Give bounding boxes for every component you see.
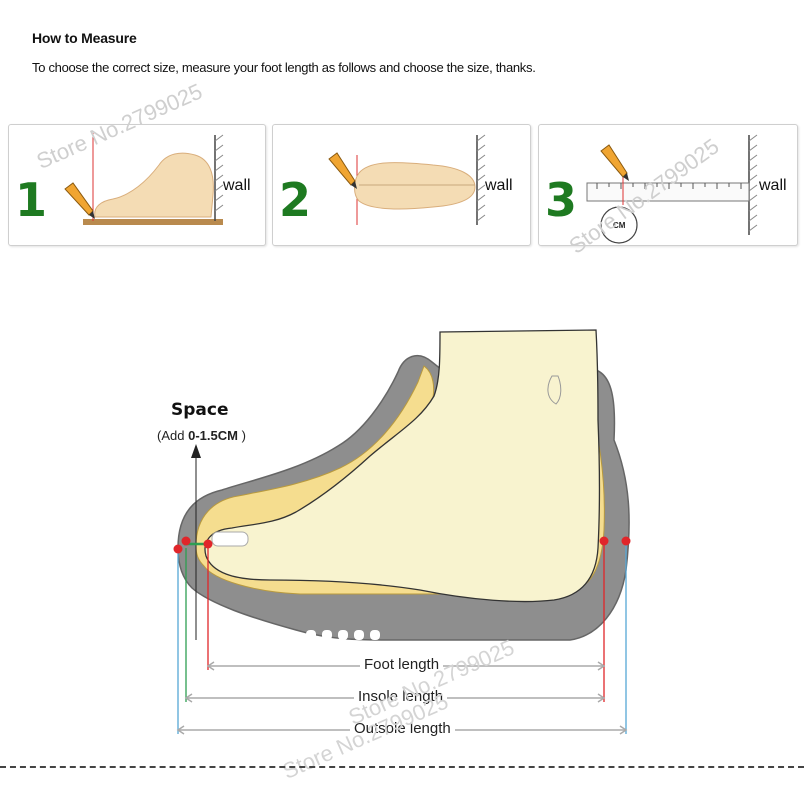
outsole-back-marker: [621, 536, 631, 546]
toe-nail: [211, 531, 249, 547]
space-label: Space: [171, 400, 229, 420]
tape-roll: [600, 206, 638, 244]
space-add-note: (Add 0-1.5CM ): [157, 428, 246, 443]
foot-top-shape: [354, 162, 476, 210]
foot-shape: [204, 329, 601, 603]
add-suffix: ): [241, 428, 246, 443]
shoe-cross-section: [173, 329, 631, 735]
pencil-icon: [328, 152, 357, 189]
floor-board: [83, 219, 223, 225]
pencil-icon: [64, 182, 95, 219]
wall-hatch: [214, 134, 224, 212]
step-1-panel: 1 wall: [8, 124, 266, 246]
foot-side-shape: [94, 152, 214, 218]
foot-length-label: Foot length: [360, 656, 444, 673]
step-3-number: 3: [545, 173, 578, 227]
tape-ticks: [596, 183, 742, 189]
step-2-wall-label: wall: [485, 177, 513, 194]
wall-hatch: [748, 134, 758, 232]
bottom-divider: [0, 766, 804, 768]
outsole-front-marker: [173, 544, 183, 554]
step-3-panel: CM 3 wall: [538, 124, 798, 246]
step-1-number: 1: [15, 173, 48, 227]
tape-measure: [586, 182, 750, 202]
insole-length-label: Insole length: [354, 688, 448, 705]
step-1-wall-label: wall: [223, 177, 251, 194]
ankle-bone: [547, 375, 562, 405]
step-1-illustration: [64, 133, 224, 225]
step-2-panel: 2 wall: [272, 124, 531, 246]
step-3-illustration: [586, 134, 758, 244]
add-value: 0-1.5CM: [188, 428, 238, 443]
toe-marker: [203, 539, 213, 549]
page-title: How to Measure: [32, 30, 137, 46]
tape-roll-label: CM: [613, 221, 626, 230]
add-prefix: (Add: [157, 428, 185, 443]
wall-hatch: [476, 134, 486, 222]
step-2-number: 2: [279, 173, 312, 227]
step-2-illustration: [328, 134, 486, 225]
step-3-wall-label: wall: [759, 177, 787, 194]
outsole-length-label: Outsole length: [350, 720, 455, 737]
heel-marker: [599, 536, 609, 546]
pencil-icon: [600, 144, 629, 181]
space-arrow-head: [191, 444, 201, 458]
insole-front-marker: [181, 536, 191, 546]
page-subtitle: To choose the correct size, measure your…: [32, 60, 536, 75]
sole-tread: [306, 630, 380, 640]
